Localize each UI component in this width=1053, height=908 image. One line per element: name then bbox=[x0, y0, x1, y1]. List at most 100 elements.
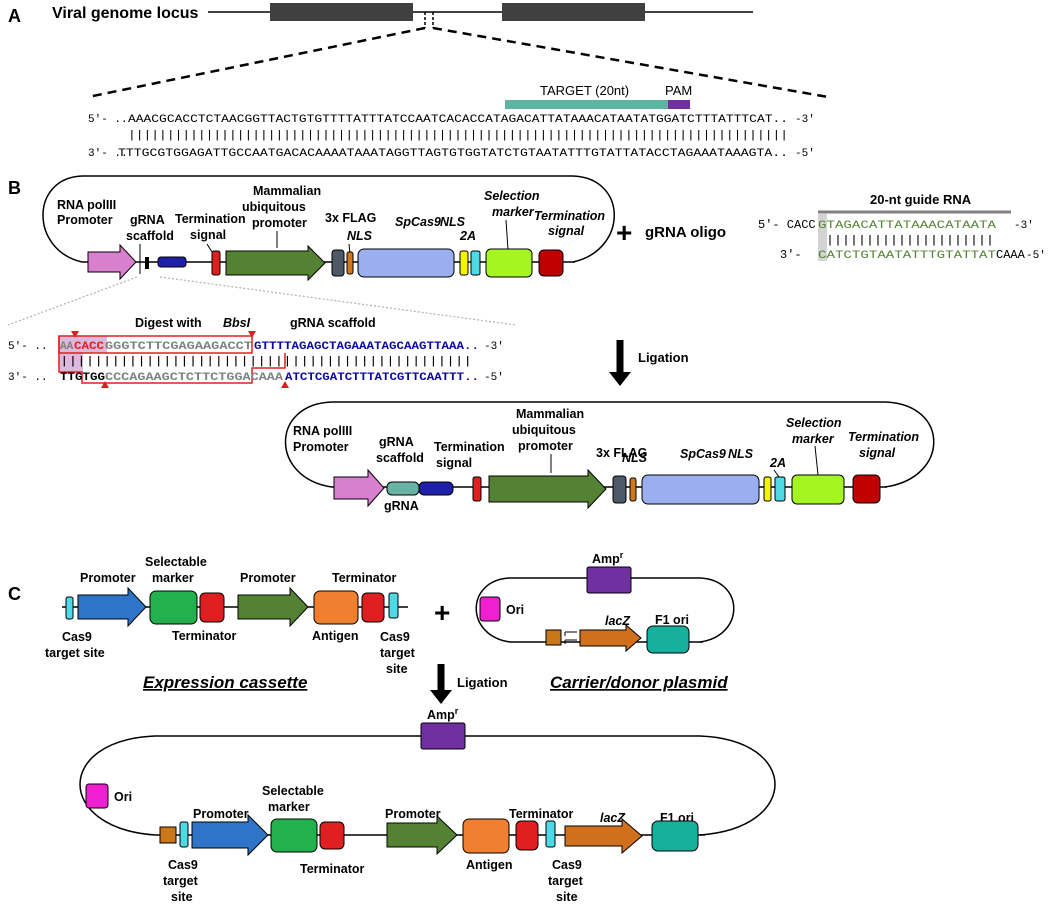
seq-a-top-prefix: 5'- .. bbox=[88, 114, 128, 126]
bbsi-cut-marker-4 bbox=[281, 381, 289, 388]
p1-grna-scaffold-block bbox=[157, 256, 187, 268]
zoom-line-left bbox=[87, 26, 426, 99]
final-small-block bbox=[159, 826, 177, 844]
final-selectable-l2: marker bbox=[268, 800, 310, 814]
p1-mammalian-arrow bbox=[225, 244, 326, 282]
cassette-antigen-label: Antigen bbox=[312, 629, 359, 643]
bbsi-cut-marker-3 bbox=[101, 381, 109, 388]
viral-genome-title: Viral genome locus bbox=[52, 5, 199, 22]
p1-scaffold-tick bbox=[145, 257, 149, 269]
cassette-terminator-block-1 bbox=[199, 592, 225, 623]
digest-prefix: Digest with bbox=[135, 316, 202, 330]
p2-flag-label: 3x FLAG bbox=[596, 446, 647, 460]
final-amp-sup: r bbox=[455, 706, 459, 716]
cassette-selectable-l2: marker bbox=[152, 571, 194, 585]
p1-rna-promoter-arrow bbox=[87, 243, 137, 281]
p1-cas9-block bbox=[357, 248, 455, 278]
scaffold-label: gRNA scaffold bbox=[290, 316, 376, 330]
p1-termination-block bbox=[211, 250, 221, 276]
oligo-label: gRNA oligo bbox=[645, 224, 726, 241]
cassette-plus: + bbox=[434, 597, 450, 628]
final-antigen-label: Antigen bbox=[466, 858, 513, 872]
p1-flag-block bbox=[331, 249, 345, 277]
p1-term-pointer bbox=[206, 243, 213, 253]
p2-rna-promoter-l1: RNA polIII bbox=[293, 424, 352, 438]
p1-mammalian-l1: Mammalian bbox=[253, 184, 321, 198]
cassette-promoter-arrow-1 bbox=[77, 586, 147, 628]
zoom-top-cacc: CACC bbox=[74, 341, 104, 353]
p1-termination-l1: Termination bbox=[175, 212, 246, 226]
p2-nls-1-label: NLS bbox=[622, 451, 648, 465]
carrier-small-block bbox=[545, 629, 562, 646]
zoom-pink-highlight-left bbox=[59, 336, 83, 372]
p2-termination-l2: signal bbox=[436, 456, 472, 470]
final-cas9-label3-l3: site bbox=[556, 890, 578, 904]
p1-rna-promoter-l1: RNA polIII bbox=[57, 198, 116, 212]
p2-termination-block bbox=[472, 476, 482, 502]
final-promoter-arrow-2 bbox=[386, 814, 458, 856]
p1-grna-scaffold-l1: gRNA bbox=[130, 213, 165, 227]
carrier-lacz-arrow bbox=[579, 623, 642, 653]
final-amp-text: Amp bbox=[427, 708, 455, 722]
final-cas9-label-l2: target bbox=[163, 874, 199, 888]
carrier-title: Carrier/donor plasmid bbox=[550, 673, 728, 692]
zoom-bottom-prefix: 3'- .. bbox=[8, 372, 48, 384]
pam-label: PAM bbox=[665, 83, 692, 98]
p2-grna-label: gRNA bbox=[384, 499, 419, 513]
p1-flag-label: 3x FLAG bbox=[325, 211, 376, 225]
oligo-pairs: ||||||||||||||||||||| bbox=[826, 235, 994, 247]
p1-term-end-block bbox=[538, 249, 564, 277]
oligo-top-seq: GTAGACATTATAAACATAATA bbox=[818, 220, 997, 232]
cassette-promoter-1: Promoter bbox=[80, 571, 136, 585]
digest-enzyme: BbsI bbox=[223, 316, 251, 330]
cassette-title: Expression cassette bbox=[143, 673, 307, 692]
target-label: TARGET (20nt) bbox=[540, 83, 629, 98]
final-ori-label: Ori bbox=[114, 790, 132, 804]
bbsi-cut-marker-2 bbox=[248, 331, 256, 338]
carrier-ori-label: Ori bbox=[506, 603, 524, 617]
zoom-red-box-bottom bbox=[58, 336, 286, 384]
p2-rna-promoter-arrow bbox=[333, 468, 385, 508]
zoom-top-aa: AA bbox=[60, 341, 74, 353]
p1-selection-pointer bbox=[505, 219, 509, 251]
seq-a-bottom: TTTGCGTGGAGATTGCCAATGACACAAAATAAATAGGTTA… bbox=[118, 148, 788, 160]
final-promoter-arrow-1 bbox=[191, 813, 269, 857]
final-antigen-block bbox=[462, 818, 510, 854]
p2-2a-pointer bbox=[773, 469, 780, 478]
p1-rna-promoter-l2: Promoter bbox=[57, 213, 113, 227]
final-selectable-l1: Selectable bbox=[262, 784, 324, 798]
guide-title: 20-nt guide RNA bbox=[870, 192, 972, 207]
p1-selection-l1: Selection bbox=[484, 189, 540, 203]
p2-termination-italic-l2: signal bbox=[859, 446, 896, 460]
seq-a-bottom-prefix: 3'- .. bbox=[88, 148, 128, 160]
cassette-promoter-2: Promoter bbox=[240, 571, 296, 585]
oligo-bottom-seq: CATCTGTAATATTTGTATTAT bbox=[818, 250, 997, 262]
p2-termination-l1: Termination bbox=[434, 440, 505, 454]
seq-a-top: AAACGCACCTCTAACGGTTACTGTGTTTTATTTATCCAAT… bbox=[128, 114, 788, 126]
final-terminator-top: Terminator bbox=[509, 807, 573, 821]
final-f1-block bbox=[651, 820, 699, 852]
seq-a-bottom-suffix: -5' bbox=[795, 148, 815, 160]
zoom-line-right bbox=[432, 26, 829, 99]
final-cas9-label3-l1: Cas9 bbox=[552, 858, 582, 872]
panel-c: C Selectable marker Promoter Promoter Te… bbox=[8, 550, 776, 904]
p2-rna-promoter-l2: Promoter bbox=[293, 440, 349, 454]
zoom-top-gray: GGGTCTTCGAGAAGACCT bbox=[105, 341, 252, 353]
oligo-bottom-prefix: 3'- bbox=[780, 248, 802, 262]
p2-2a-block bbox=[774, 476, 786, 502]
bbsi-cut-marker-1 bbox=[71, 331, 79, 338]
p2-grna-scaffold-l1: gRNA bbox=[379, 435, 414, 449]
zoom-b-left bbox=[7, 276, 138, 326]
zoom-top-prefix: 5'- .. bbox=[8, 341, 48, 353]
ligation-c-label: Ligation bbox=[457, 675, 508, 690]
genome-exon-1 bbox=[270, 3, 413, 21]
p1-cas9-label: SpCas9 bbox=[395, 215, 441, 229]
p1-grna-scaffold-l2: scaffold bbox=[126, 229, 174, 243]
carrier-loxp-marks bbox=[564, 631, 577, 644]
panel-c-letter: C bbox=[8, 584, 21, 604]
target-bar bbox=[505, 100, 668, 109]
cassette-terminator-top: Terminator bbox=[332, 571, 396, 585]
p2-cas9-label: SpCas9 bbox=[680, 447, 726, 461]
final-cas9-label-l1: Cas9 bbox=[168, 858, 198, 872]
